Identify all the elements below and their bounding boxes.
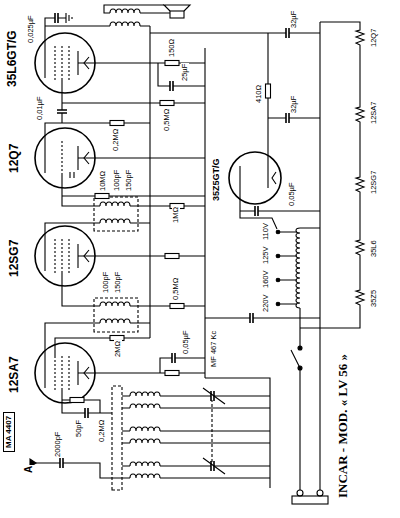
component-value: 125V xyxy=(262,245,270,265)
component-value: 100pF xyxy=(102,271,110,294)
component-value: 0,2MΩ xyxy=(112,128,120,152)
component-value: 0,01µF xyxy=(36,96,44,122)
component-value: 0,2MΩ xyxy=(98,419,106,443)
if-transformer-1 xyxy=(62,273,205,332)
component-value: 10MΩ xyxy=(99,170,107,192)
if-amp-wiring xyxy=(45,223,205,256)
title: INCAR - MOD. « LV 56 » xyxy=(336,354,349,498)
rf-section xyxy=(30,386,270,490)
component-value: 25µF xyxy=(181,63,189,82)
component-value: 0,05µF xyxy=(182,330,190,356)
component-value: 0,5MΩ xyxy=(163,108,171,132)
if-transformer-2 xyxy=(62,175,205,231)
tube-name: 12Q7 xyxy=(8,143,20,174)
component-value: 110V xyxy=(262,222,270,241)
mains-return xyxy=(319,22,320,490)
component-value: 0,5MΩ xyxy=(172,277,180,301)
component-value: 12SG7 xyxy=(370,170,378,195)
mixer-wiring xyxy=(45,323,205,373)
output-wiring xyxy=(45,13,205,86)
component-value: 12SA7 xyxy=(370,100,378,125)
component-value: 0,025µF xyxy=(27,14,35,44)
power-supply xyxy=(150,27,328,504)
component-value: 160V xyxy=(262,269,270,289)
speaker-leads xyxy=(104,5,170,13)
speaker xyxy=(164,5,190,18)
component-value: 50pF xyxy=(75,419,83,438)
component-value: 0,05µF xyxy=(288,182,296,208)
component-value: 150pF xyxy=(114,271,122,294)
ground-rail xyxy=(205,48,270,488)
b-plus-rail xyxy=(149,26,150,338)
tube-name: A xyxy=(24,465,34,474)
component-value: 1MΩ xyxy=(172,206,180,224)
stamp-box: MA 4407 xyxy=(3,412,15,452)
component-value: 150Ω xyxy=(168,38,176,58)
component-value: 35Z5 xyxy=(370,289,378,308)
component-value: 100pF xyxy=(113,169,121,192)
component-value: 32µF xyxy=(290,95,298,114)
component-value: 2MΩ xyxy=(114,340,122,358)
component-value: MF 467 Kc xyxy=(210,330,218,368)
tube-name: 12SA7 xyxy=(8,355,20,394)
component-value: 35L6 xyxy=(370,239,378,258)
component-value: 2000pF xyxy=(54,431,62,458)
component-value: 150pF xyxy=(125,169,133,192)
component-value: 32µF xyxy=(290,10,298,29)
heater-chain xyxy=(300,22,364,328)
tube-name: 35L6GT/G xyxy=(6,29,18,88)
rectifier-35Z5 xyxy=(229,152,281,204)
af-wiring xyxy=(45,80,205,196)
component-value: 35Z5GT/G xyxy=(212,157,221,202)
stamp-text: MA 4407 xyxy=(5,416,13,448)
component-value: 410Ω xyxy=(255,84,263,104)
tube-name: 12SG7 xyxy=(8,239,20,278)
component-value: 12Q7 xyxy=(370,28,378,48)
component-value: 220V xyxy=(262,293,270,313)
